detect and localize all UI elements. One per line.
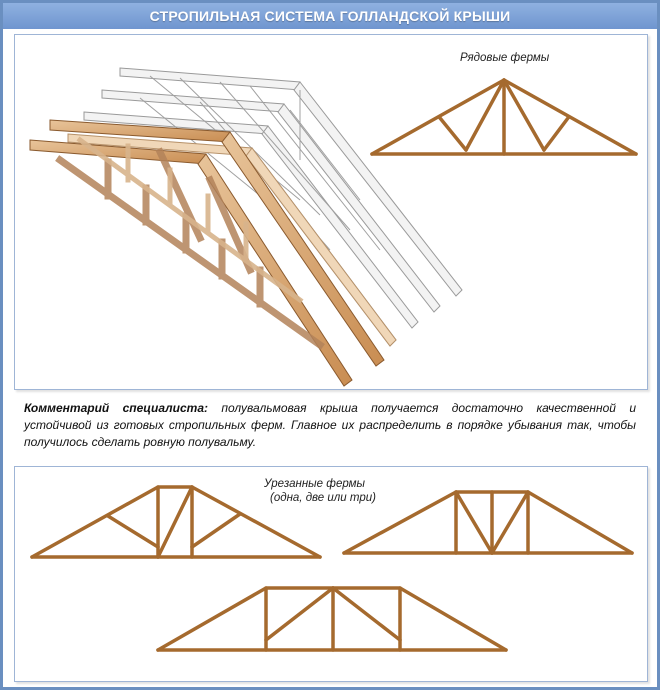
cut-truss-one [30,485,322,559]
cut-truss-three [156,586,508,652]
common-trusses-label: Рядовые фермы [460,52,550,64]
comment-text: полувальмовая крыша получается достаточн… [24,401,636,449]
page-title: СТРОПИЛЬНАЯ СИСТЕМА ГОЛЛАНДСКОЙ КРЫШИ [3,3,657,29]
roof-framing-3d-illustration [29,67,463,387]
cut-trusses-label-line1: Урезанные фермы [264,478,365,490]
expert-comment: Комментарий специалиста: полувальмовая к… [24,400,636,451]
comment-lead: Комментарий специалиста: [24,401,208,415]
common-truss-diagram [370,78,638,156]
cut-trusses-label-line2: (одна, две или три) [270,492,376,504]
cut-truss-two [342,490,634,555]
